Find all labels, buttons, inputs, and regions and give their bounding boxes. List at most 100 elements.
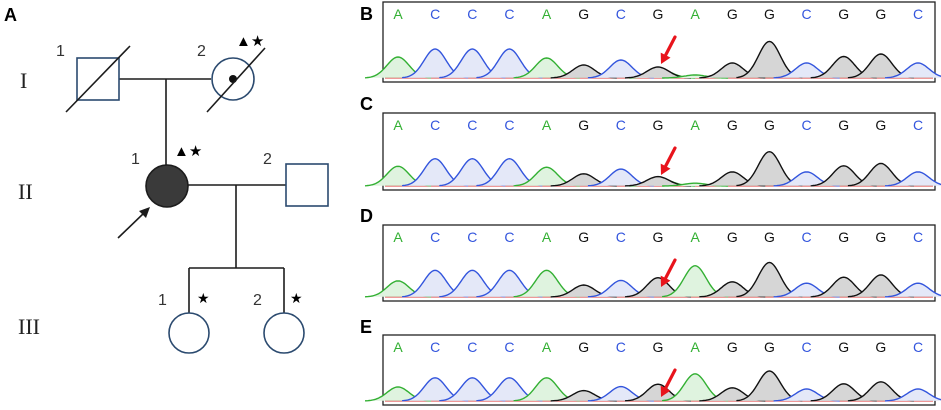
pedigree-panel: A I II III 1 2 ▲★	[4, 5, 329, 354]
base-call: A	[542, 229, 552, 245]
base-call: G	[727, 229, 738, 245]
base-call: A	[393, 339, 403, 355]
base-call: G	[727, 117, 738, 133]
base-call: G	[875, 229, 886, 245]
base-call: G	[727, 6, 738, 22]
affected-female-circle	[145, 164, 189, 208]
panel-label-c: C	[360, 94, 373, 114]
peak-fill	[736, 151, 803, 186]
base-call: C	[467, 117, 477, 133]
peak-fill	[810, 56, 877, 78]
mutation-arrow-icon	[664, 258, 677, 280]
base-call: G	[653, 229, 664, 245]
individual-ii-1: 1 ▲★	[117, 143, 202, 239]
peak-fill	[439, 270, 506, 297]
peak-fill	[810, 383, 877, 401]
peak-fill	[662, 265, 729, 297]
peak-fill	[885, 171, 941, 186]
male-square	[285, 163, 329, 207]
proband-arrowhead-icon	[139, 207, 150, 218]
base-call: G	[653, 6, 664, 22]
mutation-arrowhead-icon	[660, 275, 671, 287]
individual-number: 2	[263, 151, 272, 168]
base-call: G	[875, 6, 886, 22]
base-call: C	[913, 117, 923, 133]
base-call: C	[430, 229, 440, 245]
base-call: G	[838, 6, 849, 22]
base-call: C	[504, 6, 514, 22]
base-call: A	[690, 339, 700, 355]
peak-fill	[439, 377, 506, 401]
individual-number: 2	[253, 292, 262, 309]
carrier-dot	[229, 75, 237, 83]
base-call: C	[430, 117, 440, 133]
individual-number: 2	[197, 43, 206, 60]
mutation-arrow-icon	[664, 368, 677, 390]
peak-line	[885, 171, 941, 187]
panel-label-a: A	[4, 5, 17, 25]
base-call: G	[578, 117, 589, 133]
peak-fill	[810, 165, 877, 186]
pedigree-lines	[119, 78, 286, 313]
peak-fill	[476, 270, 543, 297]
base-call: C	[802, 6, 812, 22]
base-call: G	[764, 117, 775, 133]
base-call: G	[764, 6, 775, 22]
individual-number: 1	[56, 43, 65, 60]
peak-fill	[736, 371, 803, 401]
mutation-arrow-icon	[664, 146, 677, 168]
peak-fill	[587, 280, 654, 297]
peak-fill	[847, 381, 914, 401]
base-call: C	[616, 229, 626, 245]
base-call: A	[690, 117, 700, 133]
individual-number: 1	[158, 292, 167, 309]
base-call: G	[764, 229, 775, 245]
peak-line	[885, 62, 941, 79]
individual-i-2: 2 ▲★	[197, 33, 266, 113]
base-call: C	[616, 339, 626, 355]
generation-label-iii: III	[18, 314, 40, 339]
base-call: A	[542, 6, 552, 22]
base-call: A	[393, 229, 403, 245]
peak-fill	[476, 158, 543, 186]
genotype-marks: ★	[290, 290, 303, 306]
base-call: A	[393, 6, 403, 22]
mutation-arrowhead-icon	[660, 52, 671, 64]
individual-number: 1	[131, 151, 140, 168]
generation-label-i: I	[20, 68, 27, 93]
base-call: A	[690, 229, 700, 245]
base-call: C	[467, 229, 477, 245]
panel-label-e: E	[360, 317, 372, 337]
base-call: G	[653, 339, 664, 355]
base-call: C	[504, 339, 514, 355]
base-call: C	[430, 339, 440, 355]
base-call: G	[578, 6, 589, 22]
peak-fill	[587, 169, 654, 186]
genotype-marks: ★	[197, 290, 210, 306]
peak-fill	[847, 163, 914, 186]
peak-fill	[587, 60, 654, 78]
peak-fill	[847, 54, 914, 78]
mutation-arrowhead-icon	[660, 163, 671, 175]
peak-fill	[402, 270, 469, 297]
peak-fill	[402, 377, 469, 401]
base-call: G	[727, 339, 738, 355]
proband-arrow-icon	[117, 211, 146, 239]
peak-fill	[736, 41, 803, 78]
individual-iii-1: 1 ★	[158, 290, 210, 354]
peak-fill	[513, 270, 580, 297]
base-call: C	[430, 6, 440, 22]
base-call: C	[802, 117, 812, 133]
peak-fill	[885, 389, 941, 401]
mutation-arrow-icon	[664, 35, 677, 57]
base-call: G	[838, 117, 849, 133]
base-call: G	[838, 229, 849, 245]
peak-fill	[587, 386, 654, 401]
base-call: G	[578, 229, 589, 245]
base-call: G	[764, 339, 775, 355]
peak-fill	[810, 277, 877, 297]
peak-fill	[513, 58, 580, 78]
